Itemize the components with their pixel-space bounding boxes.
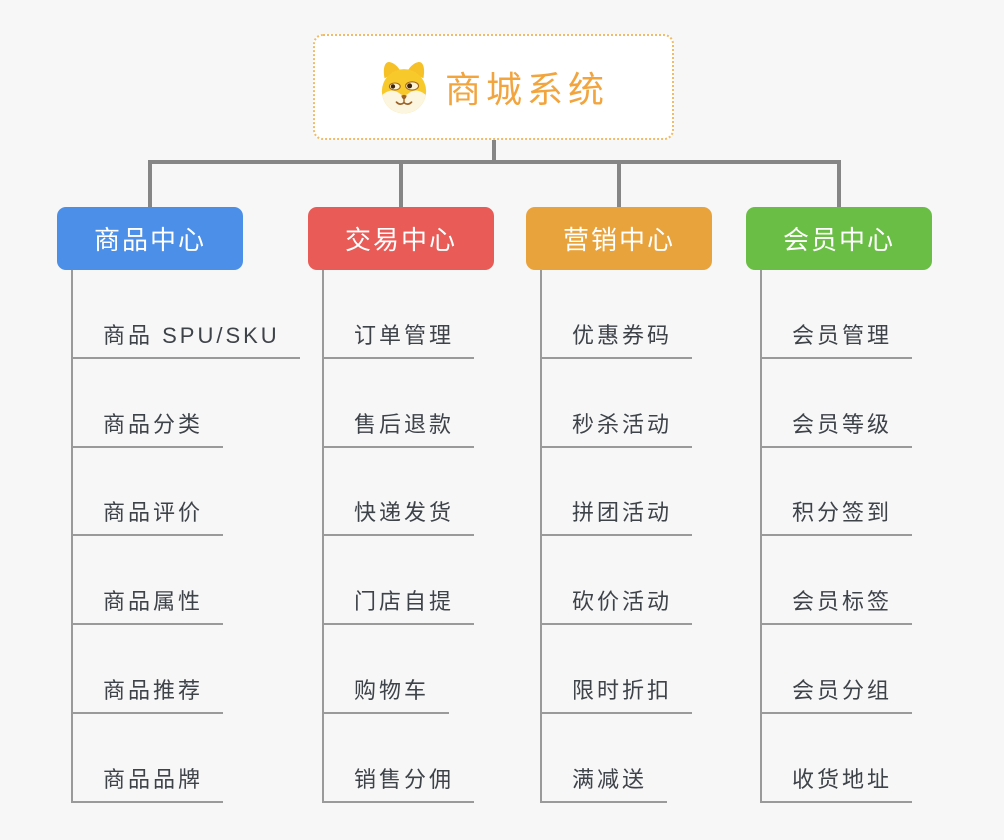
child-column-trade: 订单管理 售后退款 快递发货 门店自提 购物车 销售分佣 xyxy=(322,270,475,803)
child-topic[interactable]: 购物车 xyxy=(324,625,450,715)
dog-icon xyxy=(381,62,427,114)
child-topic[interactable]: 商品属性 xyxy=(73,536,224,626)
connector-root-drop xyxy=(492,140,496,164)
child-topic[interactable]: 快递发货 xyxy=(324,448,475,537)
connector-bus xyxy=(148,160,841,164)
branch-label: 交易中心 xyxy=(344,225,457,255)
connector-drop-trade xyxy=(399,160,403,207)
branch-box-product-center[interactable]: 商品中心 xyxy=(57,207,243,270)
child-topic[interactable]: 商品评价 xyxy=(73,448,224,537)
child-topic[interactable]: 商品分类 xyxy=(73,359,224,448)
child-topic[interactable]: 售后退款 xyxy=(324,359,475,448)
child-topic[interactable]: 销售分佣 xyxy=(324,714,475,803)
root-node[interactable]: 商城系统 xyxy=(313,34,674,140)
child-topic[interactable]: 商品推荐 xyxy=(73,625,224,715)
branch-label: 会员中心 xyxy=(782,225,895,255)
child-topic[interactable]: 会员分组 xyxy=(762,625,913,715)
child-column-marketing: 优惠券码 秒杀活动 拼团活动 砍价活动 限时折扣 满减送 xyxy=(540,270,693,803)
child-topic[interactable]: 积分签到 xyxy=(762,448,913,537)
child-topic[interactable]: 满减送 xyxy=(542,714,668,803)
child-topic[interactable]: 砍价活动 xyxy=(542,536,693,626)
child-topic[interactable]: 门店自提 xyxy=(324,536,475,626)
connector-drop-product xyxy=(148,160,152,207)
connector-drop-member xyxy=(837,160,841,207)
branch-label: 营销中心 xyxy=(562,225,675,255)
child-topic[interactable]: 限时折扣 xyxy=(542,625,693,715)
child-topic[interactable]: 收货地址 xyxy=(762,714,913,803)
connector-drop-marketing xyxy=(617,160,621,207)
child-column-member: 会员管理 会员等级 积分签到 会员标签 会员分组 收货地址 xyxy=(760,270,913,803)
branch-box-marketing-center[interactable]: 营销中心 xyxy=(526,207,712,270)
child-topic[interactable]: 会员标签 xyxy=(762,536,913,626)
child-topic[interactable]: 秒杀活动 xyxy=(542,359,693,448)
child-column-product: 商品 SPU/SKU 商品分类 商品评价 商品属性 商品推荐 商品品牌 xyxy=(71,270,300,803)
child-topic[interactable]: 商品品牌 xyxy=(73,714,224,803)
child-topic[interactable]: 商品 SPU/SKU xyxy=(73,270,300,359)
child-topic[interactable]: 优惠券码 xyxy=(542,270,693,359)
branch-box-trade-center[interactable]: 交易中心 xyxy=(308,207,494,270)
branch-box-member-center[interactable]: 会员中心 xyxy=(746,207,932,270)
root-title: 商城系统 xyxy=(444,69,609,110)
child-topic[interactable]: 订单管理 xyxy=(324,270,475,359)
child-topic[interactable]: 会员等级 xyxy=(762,359,913,448)
branch-label: 商品中心 xyxy=(93,225,206,255)
child-topic[interactable]: 会员管理 xyxy=(762,270,913,359)
child-topic[interactable]: 拼团活动 xyxy=(542,448,693,537)
